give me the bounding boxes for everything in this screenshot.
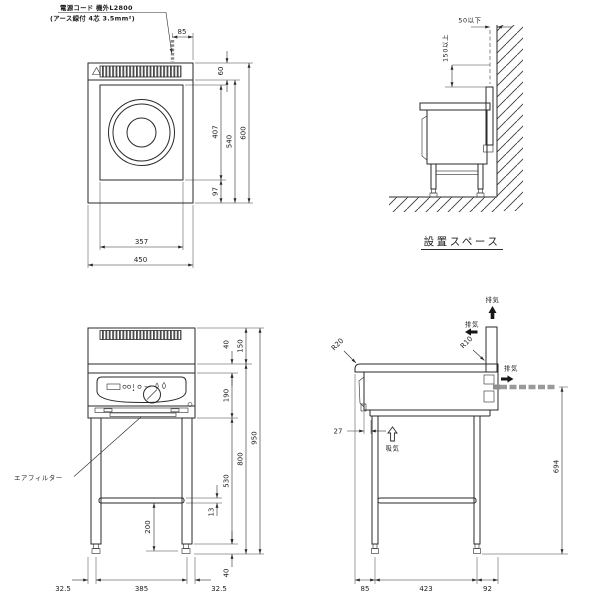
wall-and-floor xyxy=(389,25,523,212)
control-knob[interactable] xyxy=(143,385,161,404)
exhaust-left-arrow-icon xyxy=(465,328,478,336)
dim-leg-length: 530 xyxy=(223,474,231,487)
intake-up-arrow-icon xyxy=(387,426,398,442)
installation-dimensions: 50以下 150以上 xyxy=(441,17,512,88)
exhaust-label-right: 排気 xyxy=(504,364,518,373)
front-view: エアフィルター 150 40 190 530 40 xyxy=(14,327,264,593)
dim-top-band: 60 xyxy=(217,67,225,76)
machine-profile-small xyxy=(419,86,494,198)
adjustable-foot xyxy=(473,548,481,554)
dim-foot-height: 40 xyxy=(223,569,231,578)
dim-right-offset: 32.5 xyxy=(211,585,227,593)
exhaust-duct xyxy=(485,326,498,373)
under-shelf xyxy=(98,497,185,504)
dim-top-clearance: 150以上 xyxy=(441,34,450,62)
power-cord-note-line1: 電源コード 機外L2800 xyxy=(60,3,133,12)
front-right-leg xyxy=(181,417,193,545)
radius-front-label: R20 xyxy=(330,337,345,352)
adjustable-foot xyxy=(371,548,379,554)
control-panel xyxy=(96,376,187,404)
leader-line xyxy=(58,12,173,54)
indicator-lamp-icon xyxy=(122,384,127,389)
dim-stand-height: 800 xyxy=(237,452,245,465)
radius-callouts: R20 R10 xyxy=(330,335,485,364)
alert-dot-icon xyxy=(132,389,135,391)
airflow-callouts: 排気 排気 排気 吸気 xyxy=(386,295,518,453)
air-filter-grille xyxy=(109,412,177,417)
droplet-icon xyxy=(155,382,159,389)
exhaust-label-top: 排気 xyxy=(486,295,500,304)
floor-hatching xyxy=(389,197,497,212)
dim-panel-section: 190 xyxy=(223,389,231,402)
front-view-outline xyxy=(87,327,196,554)
exhaust-up-arrow-icon xyxy=(488,306,497,319)
air-filter-label: エアフィルター xyxy=(14,473,63,482)
side-dimensions: 27 694 85 423 92 xyxy=(334,374,568,593)
dim-shelf-clearance: 200 xyxy=(144,520,152,533)
dim-plate-depth: 407 xyxy=(212,125,220,138)
plan-power-cord-note: 電源コード 機外L2800 (アース線付 4芯 3.5mm²) xyxy=(50,3,173,54)
plan-dimensions: 85 60 407 97 540 600 xyxy=(87,28,253,268)
display-window-icon xyxy=(106,383,121,390)
radius-back-label: R10 xyxy=(459,335,474,350)
indicator-lamp-icon xyxy=(137,384,142,389)
side-front-leg xyxy=(371,415,379,545)
dim-cord-offset: 85 xyxy=(178,28,187,36)
dim-leg-span-side: 423 xyxy=(419,585,432,593)
front-dimensions: 150 40 190 530 40 800 950 xyxy=(55,327,264,593)
dim-total-height: 950 xyxy=(251,431,259,444)
front-left-leg xyxy=(90,417,102,545)
dim-top-section: 150 xyxy=(237,339,245,352)
terminal-box xyxy=(483,374,495,385)
dim-plate-width: 357 xyxy=(135,238,148,246)
intake-label: 吸気 xyxy=(386,444,400,453)
dim-wall-gap: 50以下 xyxy=(458,17,481,25)
dim-panel-gap: 27 xyxy=(334,428,343,436)
plan-view: 電源コード 機外L2800 (アース線付 4芯 3.5mm²) 85 60 40… xyxy=(50,3,253,268)
dim-leg-span-front: 385 xyxy=(135,585,148,593)
indicator-lamp-icon xyxy=(127,384,131,389)
vent-slots-front xyxy=(99,330,182,340)
tabletop-profile xyxy=(354,363,499,373)
plan-view-outline xyxy=(87,40,194,204)
installation-view: 50以下 150以上 設置スペース xyxy=(389,17,523,250)
installation-caption: 設置スペース xyxy=(424,235,501,248)
dim-vent-band: 40 xyxy=(223,340,231,349)
exhaust-right-arrow-icon xyxy=(501,375,514,383)
dim-left-offset: 32.5 xyxy=(55,585,71,593)
terminal-box xyxy=(483,390,495,403)
adjustable-foot xyxy=(91,548,101,554)
dim-cord-height: 694 xyxy=(553,459,561,473)
air-filter-callout: エアフィルター xyxy=(14,416,142,482)
adjustable-foot xyxy=(181,548,191,554)
under-shelf-side xyxy=(377,497,477,504)
cord-connector xyxy=(493,384,500,390)
dim-inner-depth: 540 xyxy=(226,135,234,148)
dim-front-offset: 85 xyxy=(361,585,370,593)
vent-slots-top xyxy=(99,65,182,78)
droplet-icon xyxy=(162,381,166,390)
power-cord-note-line2: (アース線付 4芯 3.5mm²) xyxy=(50,14,135,23)
dim-back-margin: 97 xyxy=(212,187,220,196)
dim-total-width: 450 xyxy=(134,256,147,264)
dim-back-offset: 92 xyxy=(483,585,492,593)
side-view-outline xyxy=(354,326,557,554)
side-back-leg xyxy=(473,415,481,545)
warning-triangle-icon xyxy=(91,66,102,75)
side-view: 排気 排気 排気 吸気 R20 R10 27 694 xyxy=(330,295,568,593)
dim-total-depth: 600 xyxy=(240,126,248,139)
wall-hatching xyxy=(497,25,523,211)
exhaust-label-left: 排気 xyxy=(465,320,479,329)
dim-shelf-thickness: 13 xyxy=(208,508,216,517)
